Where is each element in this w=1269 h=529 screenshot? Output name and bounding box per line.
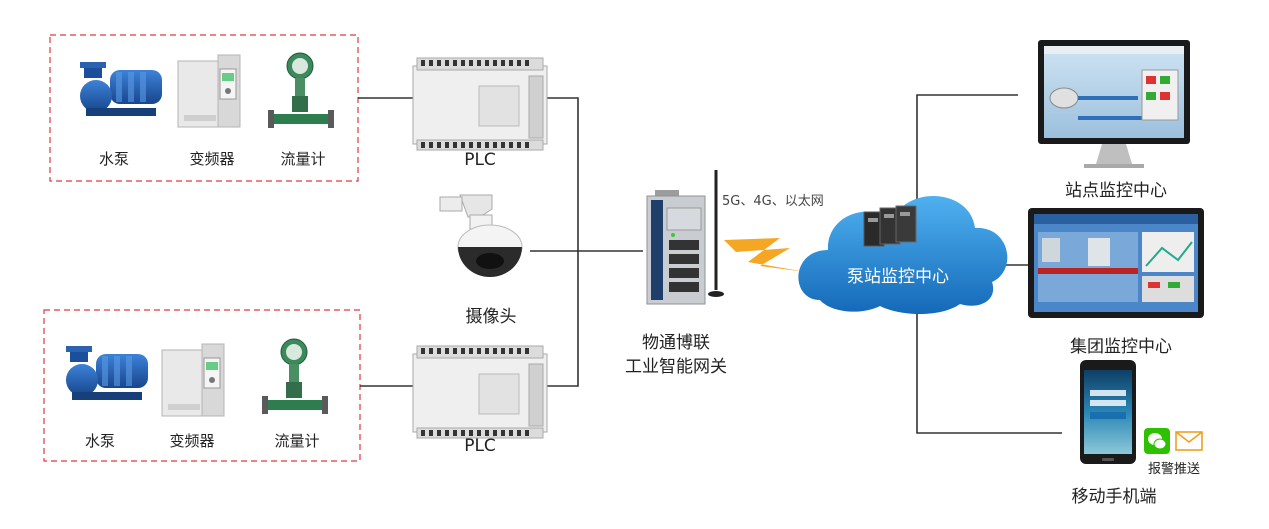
device-label: 变频器 bbox=[169, 432, 215, 450]
frequency-converter-icon bbox=[161, 343, 225, 417]
plc-label: PLC bbox=[464, 150, 496, 170]
device-label: 水泵 bbox=[98, 150, 130, 168]
gateway-icon bbox=[646, 190, 706, 305]
wireless-link-icon bbox=[724, 238, 806, 272]
camera-icon bbox=[439, 194, 523, 277]
flow-meter-icon bbox=[262, 338, 328, 414]
wechat-icon bbox=[1144, 428, 1170, 454]
device-label: 变频器 bbox=[189, 150, 235, 168]
cloud-server-icon bbox=[798, 196, 1008, 314]
gateway-label-line1: 物通博联 bbox=[642, 333, 710, 353]
device-label: 流量计 bbox=[274, 432, 320, 450]
site-monitor-label: 站点监控中心 bbox=[1065, 181, 1167, 201]
plc-icon bbox=[412, 345, 548, 439]
plc-icon bbox=[412, 57, 548, 151]
device-label: 流量计 bbox=[280, 150, 326, 168]
camera-label: 摄像头 bbox=[465, 307, 517, 327]
cloud-label: 泵站监控中心 bbox=[847, 267, 949, 287]
device-label: 水泵 bbox=[84, 432, 116, 450]
mail-icon bbox=[1175, 431, 1203, 451]
plc-label: PLC bbox=[464, 436, 496, 456]
frequency-converter-icon bbox=[177, 54, 241, 128]
water-pump-icon bbox=[66, 346, 148, 400]
phone-icon bbox=[1080, 360, 1136, 464]
antenna-icon bbox=[708, 170, 724, 297]
group-monitor-label: 集团监控中心 bbox=[1070, 337, 1172, 357]
monitor-icon bbox=[1038, 40, 1190, 168]
network-label: 5G、4G、以太网 bbox=[722, 194, 824, 209]
touch-panel-icon bbox=[1028, 208, 1204, 318]
gateway-label-line2: 工业智能网关 bbox=[625, 357, 727, 377]
water-pump-icon bbox=[80, 62, 162, 116]
alert-push-label: 报警推送 bbox=[1147, 462, 1201, 477]
flow-meter-icon bbox=[268, 52, 334, 128]
device-group-box-1 bbox=[49, 34, 359, 182]
mobile-label: 移动手机端 bbox=[1071, 487, 1157, 507]
